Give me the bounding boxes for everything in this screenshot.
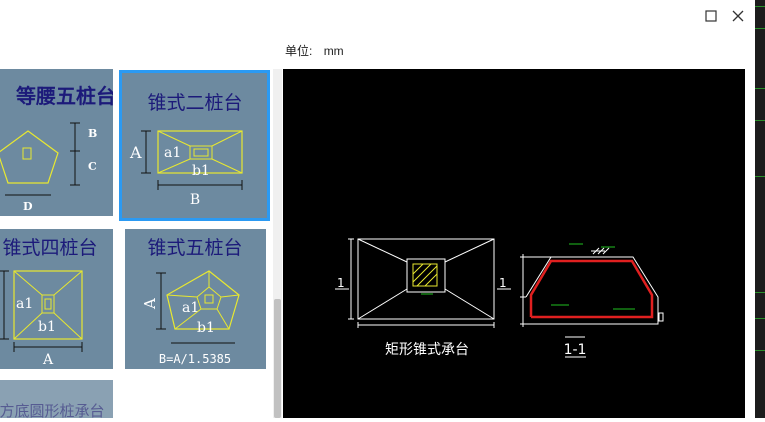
tile-title: 方底圆形桩承台 (0, 402, 105, 418)
maximize-button[interactable] (701, 6, 721, 26)
tile-cone-two-pile[interactable]: 锥式二桩台 A a1 b1 B (119, 70, 270, 221)
plan-view: 1 1 矩形锥式承台 (335, 238, 511, 358)
dim-label: a1 (16, 296, 33, 312)
tile-title: 锥式二桩台 (147, 92, 242, 114)
section-view: 1-1 (520, 243, 664, 358)
maximize-icon (705, 10, 717, 22)
unit-label: 单位: (285, 44, 313, 58)
dim-label: C (88, 160, 97, 173)
drawing-preview: 1 1 矩形锥式承台 1-1 (283, 69, 745, 418)
dialog-window: 单位: mm 等腰五桩台 B C D 锥式二桩台 (0, 6, 748, 418)
unit-indicator: 单位: mm (285, 42, 344, 59)
tile-square-base-round-pile-cap[interactable]: 方底圆形桩承台 (0, 380, 113, 418)
pile-cap-gallery: 等腰五桩台 B C D 锥式二桩台 (0, 69, 282, 418)
dim-label: b1 (38, 319, 56, 335)
section-mark-left: 1 (337, 276, 345, 290)
dim-label: D (23, 200, 33, 213)
scrollbar-thumb[interactable] (274, 299, 281, 418)
gallery-scrollbar[interactable] (273, 69, 282, 418)
tile-formula: B=A/1.5385 (159, 352, 231, 366)
tile-title: 锥式五桩台 (147, 237, 242, 259)
close-icon (732, 10, 744, 22)
dim-label: a1 (182, 300, 199, 316)
tile-isosceles-five-pile[interactable]: 等腰五桩台 B C D (0, 69, 113, 216)
tile-title: 锥式四桩台 (2, 237, 97, 259)
dim-label: A (141, 298, 159, 310)
background-app-edge (755, 0, 765, 418)
section-mark-right: 1 (499, 276, 507, 290)
tile-cone-four-pile[interactable]: 锥式四桩台 a1 b1 A (0, 229, 113, 369)
dim-label: b1 (197, 320, 215, 336)
dim-label: A (42, 352, 54, 368)
plan-caption: 矩形锥式承台 (385, 342, 469, 358)
dim-label: B (88, 127, 97, 140)
section-caption: 1-1 (564, 342, 587, 358)
tile-cone-five-pile[interactable]: 锥式五桩台 A a1 b1 B=A/1.5385 (125, 229, 266, 369)
dim-label: b1 (192, 163, 210, 179)
dim-label: A (129, 143, 142, 162)
close-button[interactable] (728, 6, 748, 26)
dim-label: a1 (164, 145, 181, 161)
dim-label: B (190, 192, 200, 208)
unit-value: mm (323, 44, 344, 58)
tile-title: 等腰五桩台 (16, 84, 113, 108)
